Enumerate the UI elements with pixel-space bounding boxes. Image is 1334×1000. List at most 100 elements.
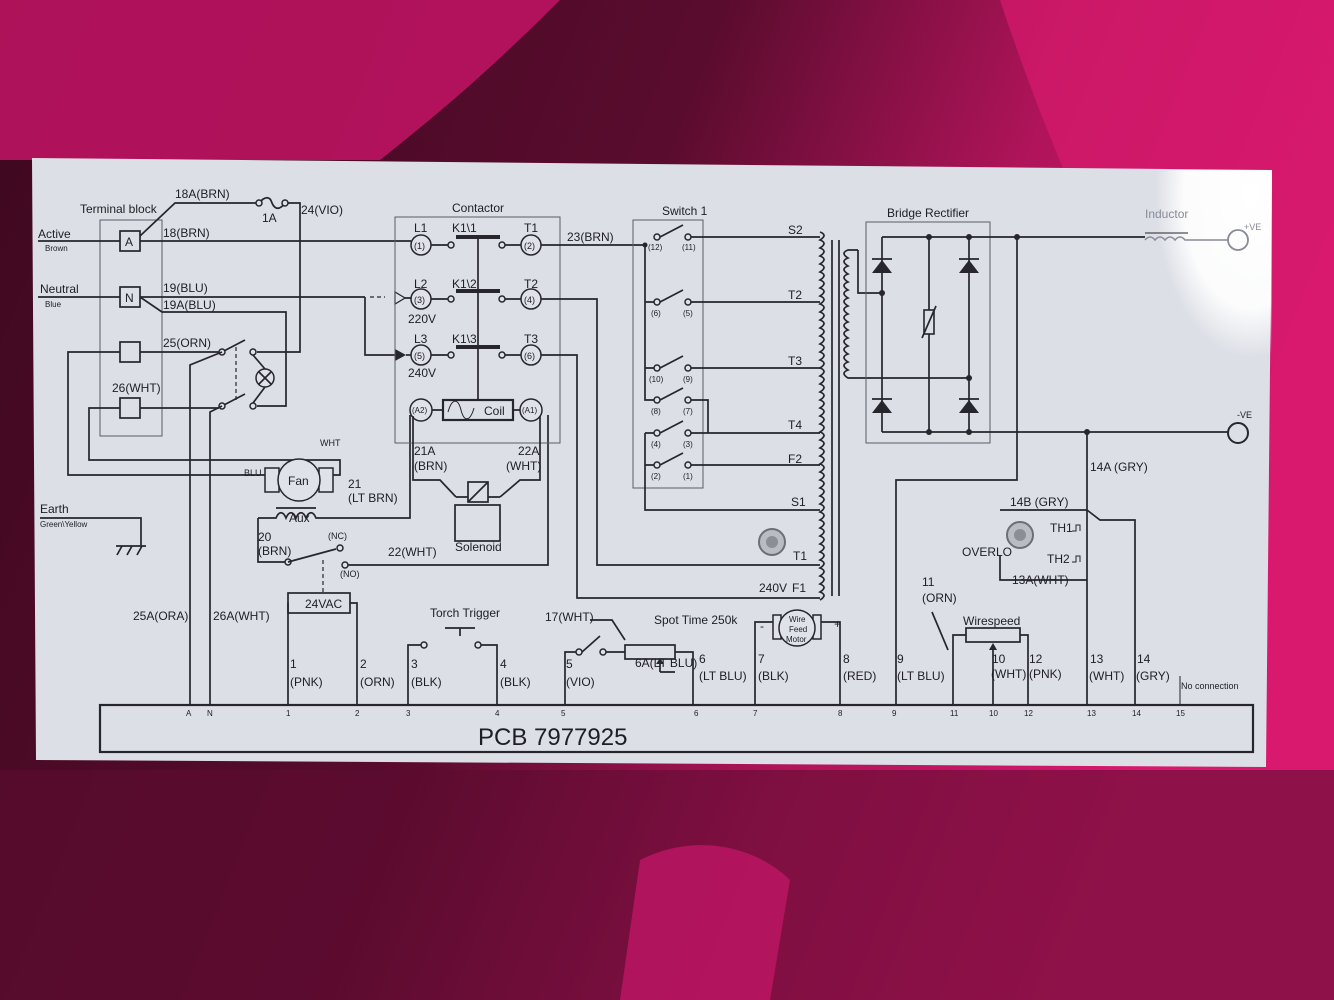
svg-text:12: 12	[1024, 709, 1033, 718]
overload-label: OVERLO	[962, 545, 1012, 559]
motor-label-2: Feed	[789, 625, 807, 634]
label-13a: 13A(WHT)	[1012, 573, 1069, 587]
svg-text:6: 6	[699, 652, 706, 666]
bridge-title: Bridge Rectifier	[887, 206, 969, 220]
tap-t3: T3	[788, 354, 802, 368]
wire-19-240	[364, 297, 411, 356]
label-17: 17(WHT)	[545, 610, 594, 624]
glare	[1000, 170, 1272, 640]
wire-20	[257, 518, 285, 563]
solenoid-label: Solenoid	[455, 540, 502, 554]
pin-a2: (A2)	[412, 406, 427, 415]
label-11: 11	[922, 575, 935, 589]
svg-text:10: 10	[992, 652, 1006, 666]
solenoid-symbol	[467, 481, 489, 503]
sw-pin-3: (3)	[683, 440, 693, 449]
contactor-coil	[441, 398, 515, 422]
l1-label: L1	[414, 221, 428, 235]
terminal-a-label: A	[125, 235, 133, 249]
motor-label-1: Wire	[789, 615, 806, 624]
svg-text:5: 5	[561, 709, 566, 718]
svg-text:10: 10	[989, 709, 998, 718]
svg-text:(WHT): (WHT)	[991, 667, 1026, 681]
svg-text:(BLK): (BLK)	[411, 675, 442, 689]
svg-text:13: 13	[1090, 652, 1104, 666]
pin-3: (3)	[414, 295, 425, 305]
sw-pin-10: (10)	[649, 375, 664, 384]
tap-t1: T1	[793, 549, 807, 563]
tap-f1: F1	[792, 581, 806, 595]
wirespeed-pot-wires	[931, 611, 1029, 705]
pin-5: (5)	[414, 351, 425, 361]
label-26: 26(WHT)	[112, 381, 161, 395]
pcb-label: PCB 7977925	[478, 724, 627, 751]
label-21: 21	[348, 477, 362, 491]
spot-time-label: Spot Time 250k	[654, 613, 738, 627]
diode-icons	[872, 258, 979, 413]
pcb-board	[98, 703, 1255, 754]
motor-minus: -	[760, 619, 764, 633]
switch1-blades	[659, 224, 684, 466]
label-21-color: (LT BRN)	[348, 491, 398, 505]
v240-label: 240V	[408, 366, 436, 380]
wire-t3-out	[541, 354, 820, 599]
svg-text:14: 14	[1137, 652, 1151, 666]
coil-label: Coil	[484, 404, 505, 418]
svg-text:3: 3	[411, 657, 418, 671]
sw-pin-11: (11)	[682, 243, 696, 252]
label-18: 18(BRN)	[163, 226, 210, 240]
t2-label: T2	[524, 277, 538, 291]
solenoid-body	[454, 504, 501, 542]
t1-label: T1	[524, 221, 538, 235]
motor-wires	[754, 621, 841, 705]
label-20: 20	[258, 530, 272, 544]
svg-text:(BLK): (BLK)	[758, 669, 789, 683]
switch1-bus	[644, 245, 820, 511]
thermostat-icons	[1072, 524, 1081, 563]
switch1-outputs	[691, 236, 820, 466]
label-th2: TH2	[1047, 552, 1070, 566]
sw-pin-8: (8)	[651, 407, 661, 416]
negative-terminal[interactable]	[1227, 422, 1249, 444]
wirespeed-label: Wirespeed	[963, 614, 1020, 628]
label-blu: BLU	[244, 468, 262, 478]
transformer-secondary-coil	[843, 249, 969, 379]
label-6a: 6A(LT BLU)	[635, 656, 697, 670]
terminal-block	[99, 219, 163, 437]
k3-label: K1\3	[452, 332, 477, 346]
switch1-box	[632, 219, 704, 489]
inductor-label: Inductor	[1145, 207, 1188, 221]
contactor-title: Contactor	[452, 201, 504, 215]
sw-pin-7: (7)	[683, 407, 693, 416]
svg-text:7: 7	[753, 709, 758, 718]
label-23: 23(BRN)	[567, 230, 614, 244]
positive-terminal[interactable]	[1227, 229, 1249, 251]
wire-13-14	[999, 432, 1136, 705]
torch-trigger-switch	[407, 627, 498, 705]
inductor-icon	[1144, 236, 1228, 242]
wire-25a-26a	[189, 351, 223, 705]
sw-pin-2: (2)	[651, 472, 661, 481]
transformer-core	[831, 240, 840, 596]
fuse-icon	[258, 196, 286, 210]
aux-label: Aux	[289, 511, 310, 525]
schematic: Terminal block A N Active Brown Neutral …	[38, 187, 1261, 754]
wire-18a-24	[139, 202, 301, 353]
tap-t4: T4	[788, 418, 802, 432]
pin-2: (2)	[524, 241, 535, 251]
sw-pin-6: (6)	[651, 309, 661, 318]
wirespeed-pot	[965, 627, 1021, 643]
sunlight-patch	[0, 0, 560, 160]
label-24: 24(VIO)	[301, 203, 343, 217]
tap-f2: F2	[788, 452, 802, 466]
svg-text:N: N	[207, 709, 213, 718]
t3-label: T3	[524, 332, 538, 346]
earth-label: Earth	[40, 502, 69, 516]
motor-label-3: Motor	[786, 635, 807, 644]
wire-feed-motor-icon	[778, 609, 816, 647]
sw-pin-5: (5)	[683, 309, 693, 318]
svg-text:4: 4	[500, 657, 507, 671]
pin-6: (6)	[524, 351, 535, 361]
label-14b: 14B (GRY)	[1010, 495, 1068, 509]
